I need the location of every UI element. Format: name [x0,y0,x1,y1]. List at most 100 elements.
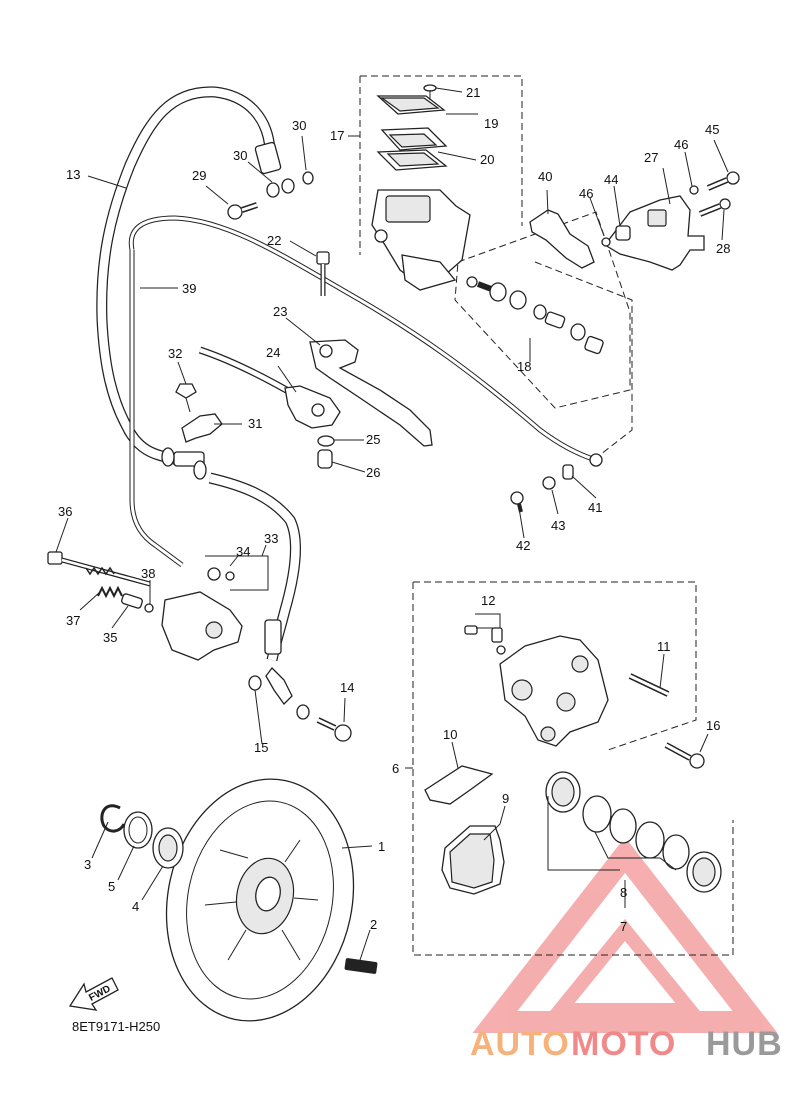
bleed-screw-12 [464,625,506,655]
washer-46b [601,237,611,247]
label-26: 26 [366,465,380,480]
label-37: 37 [66,613,80,628]
clip-34 [207,567,235,581]
label-45: 45 [705,122,719,137]
label-46-left: 46 [579,186,593,201]
bracket-34-outline [205,555,269,591]
label-33: 33 [264,531,278,546]
bolt-28 [698,198,731,217]
bolt-42 [510,491,524,513]
label-24: 24 [266,345,280,360]
label-10: 10 [443,727,457,742]
bolt-36-37 [47,551,151,587]
bolt-16 [664,742,705,769]
piston-parts-18 [466,276,604,355]
brake-pads-9 [441,825,505,895]
label-5: 5 [108,879,115,894]
washer-43 [542,476,556,490]
label-21: 21 [466,85,480,100]
reservoir-cap-19 [376,95,448,171]
spring-37 [97,585,123,599]
bolt-45 [706,171,740,191]
caliper-6 [499,635,609,747]
label-8: 8 [620,885,627,900]
collar-26 [317,449,333,469]
label-19: 19 [484,116,498,131]
collar-41 [562,464,574,480]
label-29: 29 [192,168,206,183]
bearing-5 [123,811,153,849]
clamp-31 [181,413,223,443]
caliper-bracket-assy [161,591,243,661]
label-7: 7 [620,919,627,934]
label-1: 1 [378,839,385,854]
label-18: 18 [517,359,531,374]
label-22: 22 [267,233,281,248]
label-41: 41 [588,500,602,515]
seal-4 [152,827,184,869]
fwd-arrow-icon: FWD [68,977,119,1011]
label-23: 23 [273,304,287,319]
label-31: 31 [248,416,262,431]
watermark-hub: HUB [706,1025,783,1063]
fwd-label: FWD [87,983,112,1003]
brake-lever-23 [309,339,433,447]
label-25: 25 [366,432,380,447]
leader-lines [55,87,729,961]
watermark-auto: AUTO [470,1025,570,1063]
lever-bracket-24 [284,385,341,429]
part-labels: 1 2 3 4 5 6 7 8 9 10 11 12 13 14 15 16 1… [58,85,730,934]
label-12: 12 [481,593,495,608]
nut-25 [317,435,335,447]
label-15: 15 [254,740,268,755]
circlip-3 [100,804,126,833]
pad-support-10 [424,765,494,805]
label-42: 42 [516,538,530,553]
collar-44 [615,225,631,241]
label-20: 20 [480,152,494,167]
label-39: 39 [182,281,196,296]
label-32: 32 [168,346,182,361]
bolt-22 [316,251,330,296]
label-46-right: 46 [674,137,688,152]
pistons-seals-7-8 [545,771,722,893]
brake-cable-39 [128,215,603,568]
label-17: 17 [330,128,344,143]
label-36: 36 [58,504,72,519]
label-13: 13 [66,167,80,182]
bracket-27 [604,195,705,271]
label-16: 16 [706,718,720,733]
label-30-mid: 30 [233,148,247,163]
union-bolt-14 [316,717,352,742]
label-38: 38 [141,566,155,581]
washer-38 [144,603,154,613]
disc-bolt-2 [344,958,378,974]
label-40: 40 [538,169,552,184]
label-43: 43 [551,518,565,533]
washers-15 [248,667,310,720]
watermark-moto: MOTO [571,1025,676,1063]
label-3: 3 [84,857,91,872]
label-6: 6 [392,761,399,776]
label-11: 11 [657,639,671,654]
master-cylinder-17 [371,189,471,291]
watermark-text: AUTO MOTO HUB [470,1025,783,1063]
sleeve-35 [121,593,143,609]
part-code: 8ET9171-H250 [72,1019,160,1034]
label-4: 4 [132,899,139,914]
washer-46a [689,185,699,195]
pin-11 [628,673,670,697]
label-34: 34 [236,544,250,559]
brake-disc-1 [165,778,355,1022]
union-bolt-29 [227,202,258,220]
label-2: 2 [370,917,377,932]
brake-hose-13 [96,86,301,662]
group-outlines [359,75,734,956]
label-14: 14 [340,680,354,695]
label-9: 9 [502,791,509,806]
label-27: 27 [644,150,658,165]
label-28: 28 [716,241,730,256]
label-35: 35 [103,630,117,645]
washers-30 [266,171,314,198]
